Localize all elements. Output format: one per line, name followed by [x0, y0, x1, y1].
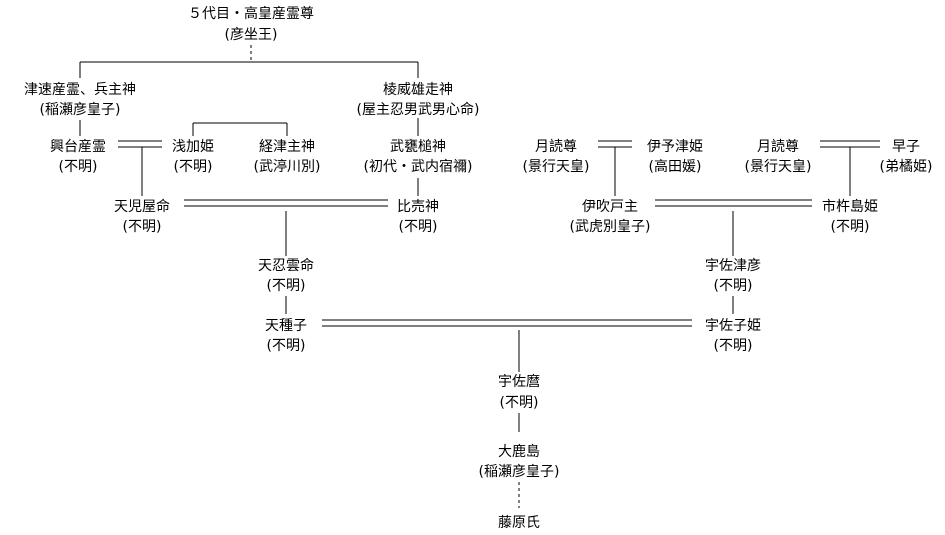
person-name: 浅加姫 [172, 139, 214, 155]
person-amenooshikumo: 天忍雲命 (不明) [258, 257, 314, 294]
person-okashima: 大鹿島 (稲瀬彦皇子) [479, 443, 560, 480]
person-alias: (不明) [500, 395, 539, 411]
person-alias: (不明) [267, 338, 306, 354]
person-name: 宇佐津彦 [705, 258, 761, 274]
person-futsunushi: 経津主神 (武渟川別) [254, 139, 321, 175]
person-alias: (不明) [174, 159, 213, 175]
person-alias: (武渟川別) [254, 158, 321, 175]
person-alias: (不明) [399, 219, 438, 235]
person-name: 市杵島姫 [822, 198, 878, 215]
person-iyotsu-hime: 伊予津姫 (高田媛) [647, 139, 703, 175]
person-alias: (稲瀬彦皇子) [479, 464, 560, 480]
person-name: 伊予津姫 [647, 139, 703, 155]
person-tsukuyomi-2: 月読尊 (景行天皇) [745, 138, 812, 175]
person-alias: (不明) [267, 278, 306, 294]
connector-lines [79, 45, 880, 508]
person-name: 興台産霊 [50, 139, 106, 155]
person-tsukuyomi-1: 月読尊 (景行天皇) [523, 138, 590, 175]
person-alias: (不明) [123, 219, 162, 235]
person-5th-takamimusubi: ５代目・高皇産霊尊 (彦坐王) [188, 5, 314, 43]
person-asaka-hime: 浅加姫 (不明) [172, 139, 214, 175]
person-alias: (屋主忍男武男心命) [357, 101, 480, 118]
person-tsuhaya-musubi: 津速産霊、兵主神 (稲瀬彦皇子) [24, 82, 136, 118]
person-alias: (彦坐王) [225, 27, 278, 43]
person-name: 宇佐麿 [498, 373, 540, 390]
person-name: 武甕槌神 [390, 138, 446, 155]
person-alias: (景行天皇) [745, 159, 812, 175]
person-alias: (弟橘姫) [880, 159, 933, 175]
person-amenotaneko: 天種子 (不明) [265, 318, 307, 354]
person-usako-hime: 宇佐子姫 (不明) [705, 318, 761, 354]
person-name: 大鹿島 [498, 443, 540, 460]
person-name: 津速産霊、兵主神 [24, 82, 136, 98]
person-name: 比売神 [397, 199, 439, 215]
person-name: ５代目・高皇産霊尊 [188, 5, 314, 22]
person-name: 天児屋命 [114, 198, 170, 215]
person-alias: (景行天皇) [523, 159, 590, 175]
person-himegami: 比売神 (不明) [397, 199, 439, 235]
person-kogoto-musubi: 興台産霊 (不明) [50, 139, 106, 175]
person-hayako: 早子 (弟橘姫) [880, 139, 933, 175]
person-fujiwara-clan: 藤原氏 [498, 515, 540, 531]
person-alias: (武虎別皇子) [570, 219, 651, 235]
person-name: 経津主神 [259, 139, 315, 155]
person-alias: (不明) [59, 159, 98, 175]
person-ibukidonushi: 伊吹戸主 (武虎別皇子) [570, 199, 651, 235]
person-name: 早子 [892, 139, 920, 155]
person-name: 藤原氏 [498, 515, 540, 531]
person-usatsuhiko: 宇佐津彦 (不明) [705, 258, 761, 294]
person-name: 宇佐子姫 [705, 318, 761, 334]
person-alias: (不明) [831, 219, 870, 235]
person-takemikazuchi: 武甕槌神 (初代・武内宿禰) [364, 138, 473, 175]
person-name: 月読尊 [757, 138, 799, 155]
person-name: 伊吹戸主 [582, 199, 638, 215]
person-alias: (不明) [714, 338, 753, 354]
person-name: 棱威雄走神 [383, 82, 453, 98]
person-name: 天種子 [265, 318, 307, 334]
person-ichikishima-hime: 市杵島姫 (不明) [822, 198, 878, 235]
person-alias: (高田媛) [649, 158, 702, 175]
person-alias: (初代・武内宿禰) [364, 158, 473, 175]
person-alias: (不明) [714, 278, 753, 294]
person-name: 月読尊 [535, 138, 577, 155]
person-name: 天忍雲命 [258, 257, 314, 274]
person-amenokoyane: 天児屋命 (不明) [114, 198, 170, 235]
person-itsunoobashiri: 棱威雄走神 (屋主忍男武男心命) [357, 82, 480, 118]
person-usamaro: 宇佐麿 (不明) [498, 373, 540, 411]
person-alias: (稲瀬彦皇子) [40, 102, 121, 118]
